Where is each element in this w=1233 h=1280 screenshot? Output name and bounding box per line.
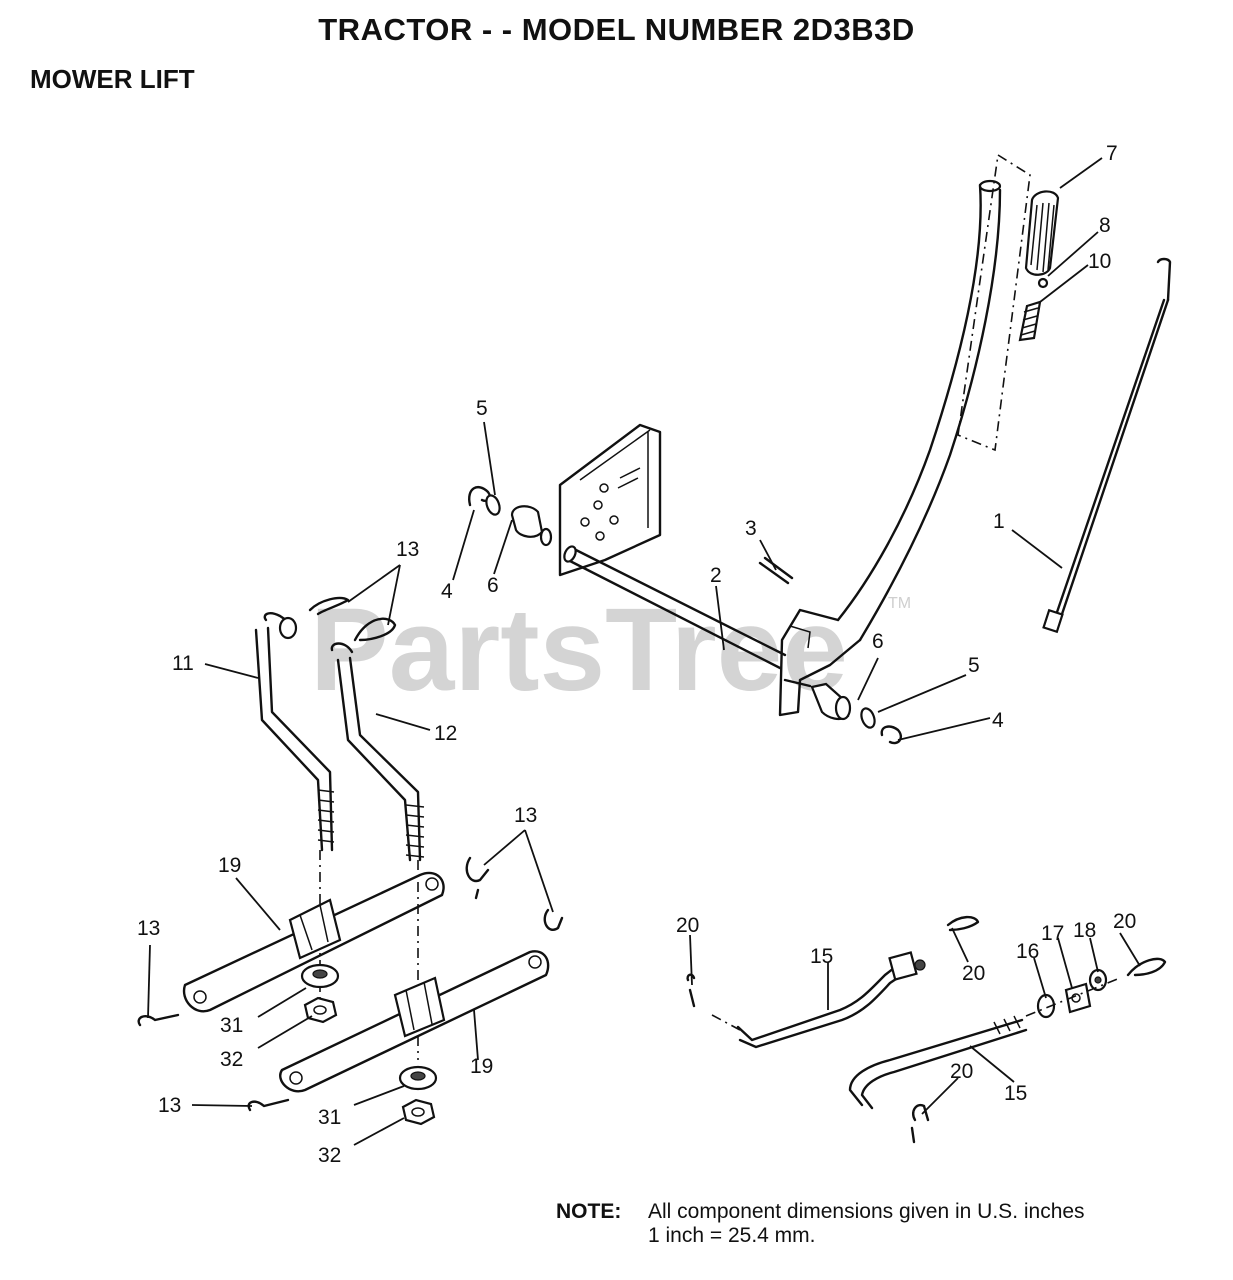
note-line-1: All component dimensions given in U.S. i… (648, 1200, 1085, 1223)
bushing-lower (810, 682, 852, 721)
note-text: All component dimensions given in U.S. i… (648, 1200, 1085, 1248)
grip-outline (957, 153, 1031, 452)
hair-pin-e (137, 1013, 180, 1027)
note-line-2: 1 inch = 25.4 mm. (648, 1224, 816, 1247)
section-title: MOWER LIFT (30, 64, 195, 94)
link-axis-d (1025, 977, 1121, 1017)
cotter-pin-c (1126, 957, 1167, 977)
callout-6-upper: 6 (487, 574, 499, 597)
nut-32-lower (401, 1098, 436, 1126)
callout-11: 11 (172, 652, 194, 675)
watermark: PartsTree (310, 584, 848, 716)
hair-pin-c (465, 856, 490, 900)
callout-2: 2 (710, 564, 722, 587)
callout-20-right: 20 (1113, 910, 1136, 933)
hair-pin-a (308, 596, 350, 616)
callout-20-left: 20 (676, 914, 699, 937)
watermark-trademark: TM (888, 595, 911, 612)
note-label: NOTE: (556, 1200, 622, 1223)
callout-13-mid: 13 (514, 804, 537, 827)
callout-31-upper: 31 (220, 1014, 243, 1037)
hair-pin-b (353, 617, 397, 642)
callout-19-upper: 19 (218, 854, 241, 877)
nut-18 (1088, 968, 1108, 992)
callout-32-upper: 32 (220, 1048, 243, 1071)
callout-5-lower: 5 (968, 654, 980, 677)
handle-grip (1024, 190, 1060, 276)
mount-plate (558, 423, 662, 577)
lift-shaft (563, 545, 812, 688)
callouts: 7 8 10 1 5 4 6 3 2 13 11 12 6 5 4 13 19 … (137, 142, 1136, 1167)
lift-handle (778, 179, 1002, 717)
callout-13-bottom: 13 (158, 1094, 181, 1117)
lift-arm-upper (182, 871, 445, 1013)
cotter-pin-d (910, 1103, 930, 1144)
callout-19-lower: 19 (470, 1055, 493, 1078)
bushing-upper (510, 505, 553, 547)
leader-lines (147, 157, 1141, 1146)
lift-link-11 (254, 612, 335, 852)
callout-18: 18 (1073, 919, 1096, 942)
callout-16: 16 (1016, 940, 1039, 963)
hair-pin-d (543, 908, 564, 931)
key (758, 556, 794, 585)
lift-arm-lower (279, 950, 550, 1093)
callout-7: 7 (1106, 142, 1118, 165)
callout-15-upper: 15 (810, 945, 833, 968)
callout-5-upper: 5 (476, 397, 488, 420)
lift-link-15-upper (736, 951, 926, 1049)
callout-20-bottom: 20 (950, 1060, 973, 1083)
hair-pin-f (247, 1098, 290, 1112)
callout-31-lower: 31 (318, 1106, 341, 1129)
callout-1: 1 (993, 510, 1005, 533)
retainer-clip-lower (880, 725, 903, 745)
washer-upper (485, 494, 501, 516)
callout-17: 17 (1041, 922, 1064, 945)
callout-13-left: 13 (137, 917, 160, 940)
callout-10: 10 (1088, 250, 1111, 273)
callout-8: 8 (1099, 214, 1111, 237)
callout-4-lower: 4 (992, 709, 1004, 732)
cotter-pin-b (946, 915, 980, 932)
knob-ball (1037, 277, 1049, 289)
lift-link-12 (330, 642, 425, 862)
spacer-31-upper (300, 963, 340, 989)
lift-rod (1042, 257, 1172, 634)
callout-20-mid: 20 (962, 962, 985, 985)
callout-3: 3 (745, 517, 757, 540)
callout-32-lower: 32 (318, 1144, 341, 1167)
spacer-31-lower (398, 1065, 438, 1091)
washer-lower (860, 707, 876, 729)
handle-spring (1018, 300, 1042, 342)
callout-15-lower: 15 (1004, 1082, 1027, 1105)
cotter-pin-a (686, 973, 696, 1008)
trunnion-17 (1064, 982, 1092, 1014)
callout-12: 12 (434, 722, 457, 745)
page-title: TRACTOR - - MODEL NUMBER 2D3B3D (318, 12, 915, 47)
callout-6-lower: 6 (872, 630, 884, 653)
callout-4-upper: 4 (441, 580, 453, 603)
callout-13-top: 13 (396, 538, 419, 561)
lift-link-15-lower (848, 1015, 1028, 1110)
link-axis-c (711, 1014, 741, 1031)
